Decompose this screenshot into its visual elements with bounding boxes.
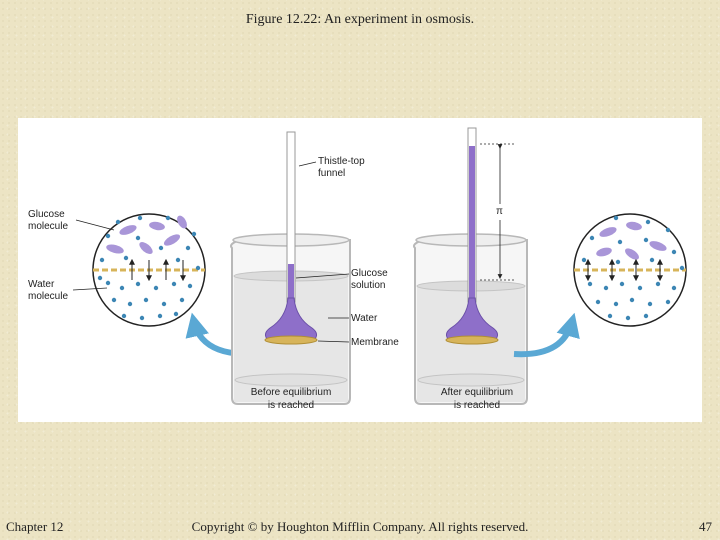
right-magnified-view bbox=[573, 213, 687, 327]
left-flow-arrows bbox=[129, 258, 186, 282]
svg-text:molecule: molecule bbox=[28, 291, 68, 302]
right-flow-arrows bbox=[585, 258, 663, 282]
water-label: Water bbox=[328, 313, 378, 324]
svg-text:molecule: molecule bbox=[28, 221, 68, 232]
right-zoom-arrow bbox=[513, 312, 580, 358]
left-glucose-molecules bbox=[106, 215, 187, 254]
svg-text:Water: Water bbox=[351, 313, 378, 324]
thistle-funnel-label: Thistle-top funnel bbox=[298, 156, 365, 179]
right-glucose-molecules bbox=[596, 221, 667, 260]
left-beaker bbox=[230, 131, 351, 405]
svg-text:Membrane: Membrane bbox=[351, 337, 399, 348]
membrane-label: Membrane bbox=[317, 337, 399, 348]
right-water-molecules bbox=[581, 215, 685, 321]
left-magnified-view bbox=[92, 213, 206, 327]
right-beaker bbox=[413, 127, 528, 405]
left-water-molecules bbox=[97, 215, 201, 321]
glucose-solution-label: Glucose solution bbox=[295, 268, 388, 291]
chapter-label: Chapter 12 bbox=[6, 519, 64, 534]
after-caption-line2: is reached bbox=[454, 400, 500, 411]
before-caption-line1: Before equilibrium bbox=[251, 387, 332, 398]
before-caption-line2: is reached bbox=[268, 400, 314, 411]
svg-text:Thistle-top: Thistle-top bbox=[318, 156, 365, 167]
svg-text:π: π bbox=[496, 206, 503, 217]
osmosis-figure: Glucose molecule Water molecule Thistle-… bbox=[18, 118, 702, 422]
copyright-notice: Copyright © by Houghton Mifflin Company.… bbox=[191, 519, 529, 534]
svg-text:funnel: funnel bbox=[318, 168, 345, 179]
slide-title: Figure 12.22: An experiment in osmosis. bbox=[245, 12, 475, 27]
glucose-molecule-label: Glucose molecule bbox=[28, 209, 115, 232]
water-molecule-label: Water molecule bbox=[28, 279, 108, 302]
svg-text:Glucose: Glucose bbox=[351, 268, 388, 279]
pi-indicator: π bbox=[480, 143, 516, 281]
svg-text:solution: solution bbox=[351, 280, 385, 291]
page-number: 47 bbox=[699, 519, 712, 534]
after-caption-line1: After equilibrium bbox=[441, 387, 513, 398]
svg-text:Glucose: Glucose bbox=[28, 209, 65, 220]
svg-text:Water: Water bbox=[28, 279, 55, 290]
